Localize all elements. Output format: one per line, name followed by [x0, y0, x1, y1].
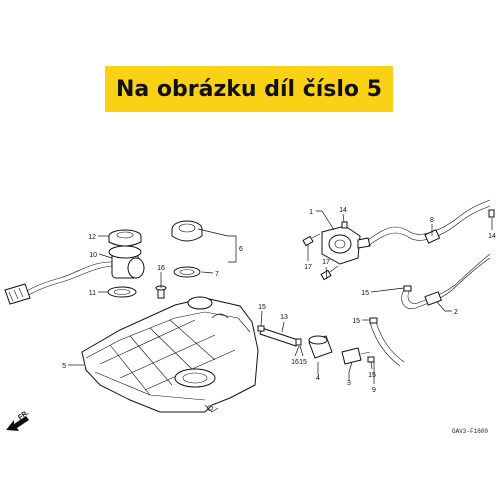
front-direction-arrow-icon	[6, 416, 29, 431]
diagram-code: GAV3-F1600	[452, 428, 488, 435]
part-label-17b: 17	[322, 259, 330, 266]
screw-part	[302, 233, 339, 281]
part-label-15b: 15	[361, 290, 369, 297]
banner-title: Na obrázku díl číslo 5	[115, 76, 383, 102]
part-label-16b: 16	[291, 359, 299, 366]
fuel-gauge-part	[4, 245, 145, 305]
part-label-7: 7	[215, 271, 219, 278]
filler-cap-part	[171, 220, 203, 278]
fuel-hose-filter-part	[401, 253, 491, 310]
part-label-13: 13	[280, 314, 288, 321]
part-label-9: 9	[372, 387, 376, 394]
clamp-part	[257, 285, 412, 363]
part-label-15c: 15	[352, 318, 360, 325]
tank-cap-part	[108, 229, 142, 247]
pipe-part	[259, 327, 299, 347]
fuel-tank-part	[81, 296, 259, 413]
hose-clip-part	[341, 209, 495, 229]
part-label-15e: 15	[299, 359, 307, 366]
part-label-17a: 17	[304, 264, 312, 271]
part-label-1: 1	[309, 209, 313, 216]
fuel-valve-part	[321, 225, 371, 265]
part-label-5: 5	[62, 363, 66, 370]
leader-lines	[68, 210, 493, 384]
part-label-14a: 14	[339, 207, 347, 214]
title-banner: Na obrázku díl číslo 5	[105, 66, 393, 112]
part-label-14b: 14	[488, 233, 496, 240]
part-label-12: 12	[88, 234, 96, 241]
part-label-4: 4	[316, 375, 320, 382]
part-label-16a: 16	[157, 265, 165, 272]
part-label-15a: 15	[258, 304, 266, 311]
seal-ring-part	[107, 286, 137, 298]
part-number-labels: 1 2 3 4 5 6 7 8 9 10 11 12 13 14 14 15 1…	[62, 207, 496, 394]
fuel-filter-part	[308, 335, 333, 359]
part-label-15d: 15	[368, 372, 376, 379]
part-label-6: 6	[239, 246, 243, 253]
connector-part	[341, 347, 371, 365]
part-label-11: 11	[89, 290, 96, 297]
part-label-8: 8	[430, 217, 434, 224]
part-label-2: 2	[454, 309, 458, 316]
part-label-3: 3	[347, 380, 351, 387]
part-label-10: 10	[89, 252, 97, 259]
fuel-hose-lower-part	[369, 321, 405, 367]
fuel-hose-top-part	[367, 199, 491, 247]
